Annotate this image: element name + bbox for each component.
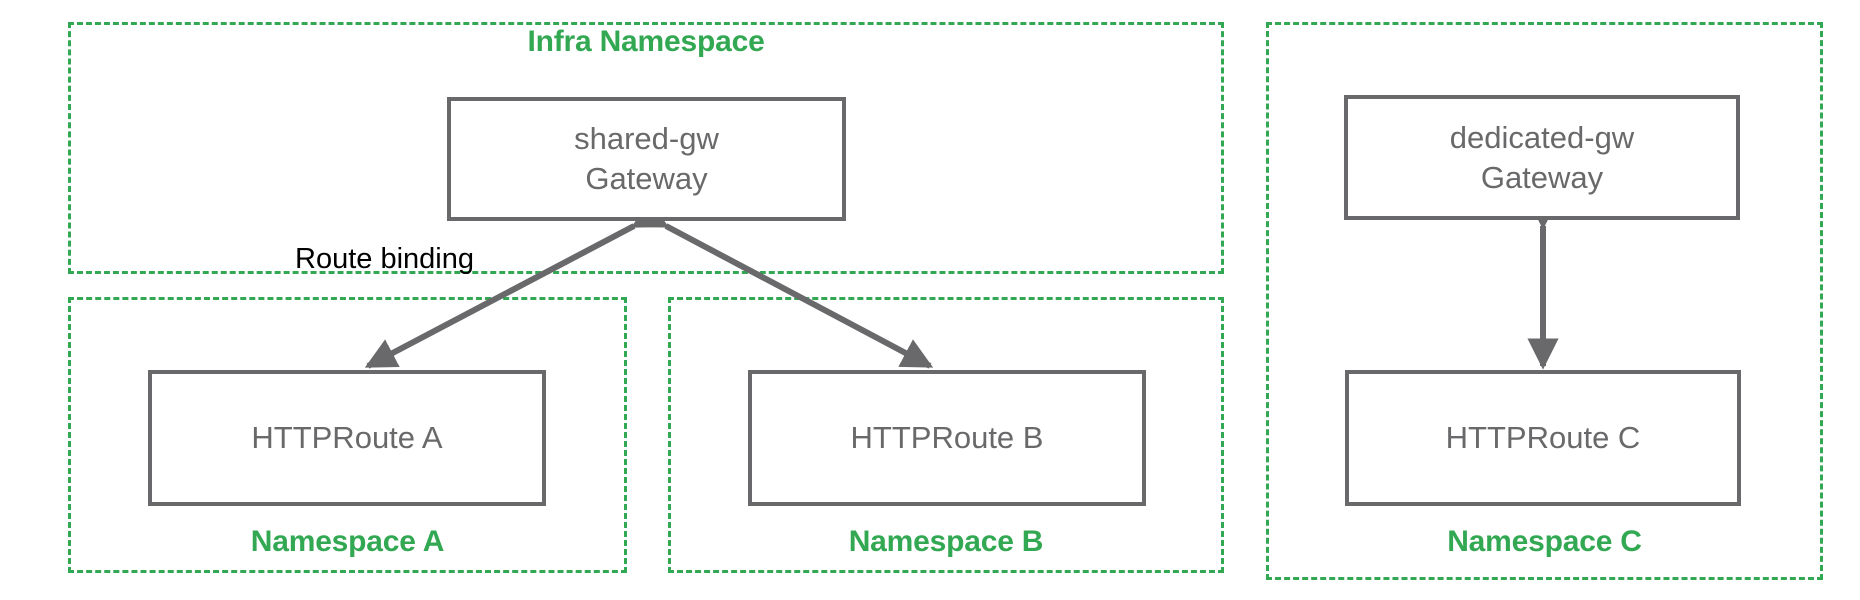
node-dedicated-gw[interactable]: dedicated-gw Gateway	[1344, 95, 1740, 220]
node-route-b[interactable]: HTTPRoute B	[748, 370, 1146, 506]
node-route-c-label: HTTPRoute C	[1445, 420, 1641, 456]
namespace-label-b: Namespace B	[848, 525, 1044, 558]
node-route-b-label: HTTPRoute B	[850, 420, 1044, 456]
namespace-label-a: Namespace A	[250, 525, 445, 558]
namespace-box-b	[668, 297, 1224, 573]
node-dedicated-gw-line2: Gateway	[1480, 159, 1604, 195]
node-route-c[interactable]: HTTPRoute C	[1345, 370, 1741, 506]
namespace-box-c	[1266, 22, 1823, 580]
node-dedicated-gw-line1: dedicated-gw	[1449, 119, 1635, 155]
namespace-box-a	[68, 297, 627, 573]
namespace-label-infra: Infra Namespace	[527, 25, 765, 58]
namespace-label-c: Namespace C	[1447, 525, 1642, 558]
node-shared-gw-line1: shared-gw	[574, 121, 719, 157]
node-shared-gw[interactable]: shared-gw Gateway	[447, 97, 846, 221]
edge-label-route-binding: Route binding	[295, 243, 474, 275]
node-route-a[interactable]: HTTPRoute A	[148, 370, 546, 506]
node-route-a-label: HTTPRoute A	[251, 420, 443, 456]
node-shared-gw-line2: Gateway	[585, 161, 708, 196]
